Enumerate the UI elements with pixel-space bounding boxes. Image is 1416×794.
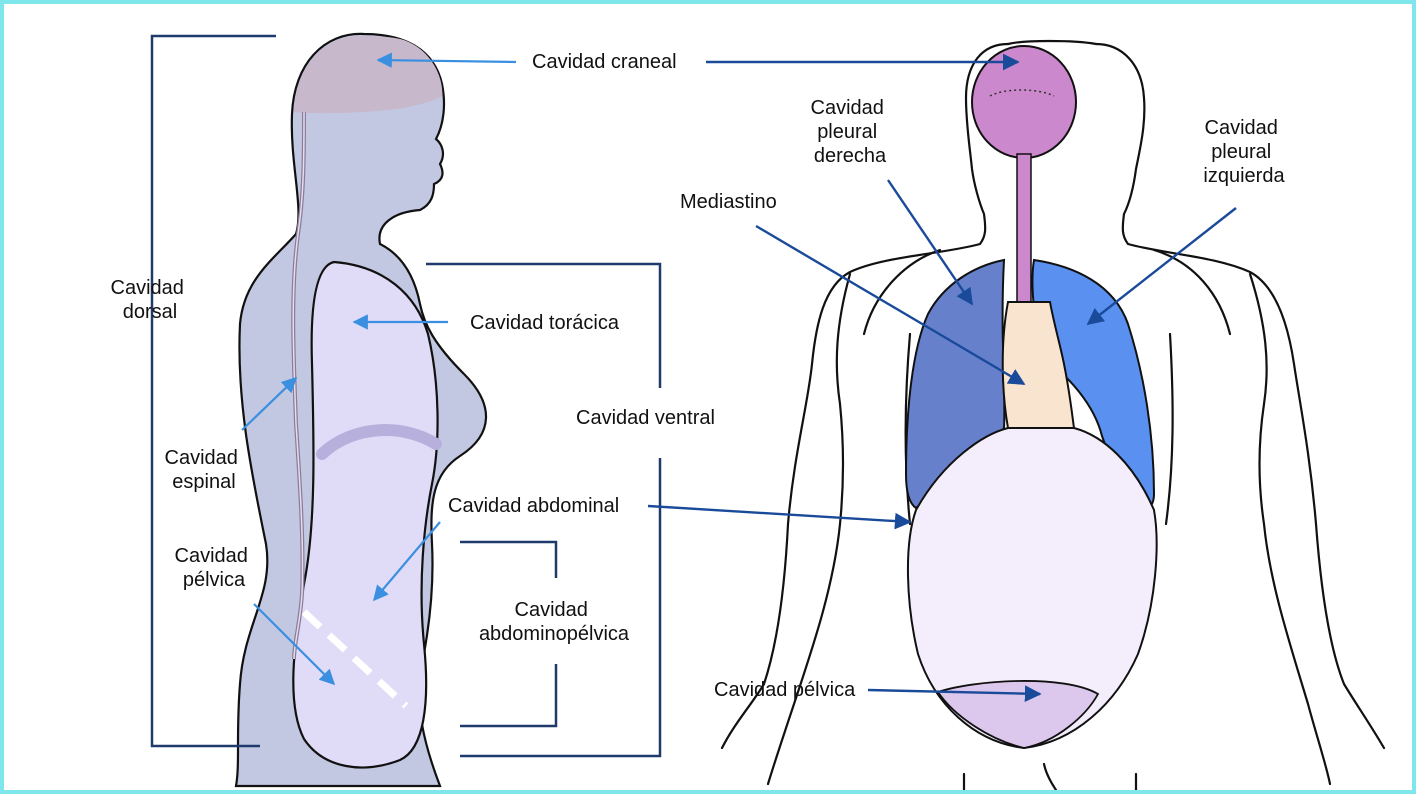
label-cavidad-pleural-derecha: Cavidad pleural derecha bbox=[811, 97, 890, 167]
abdominopelvic-bracket-bottom bbox=[460, 664, 556, 726]
arrow-abdominal-right bbox=[648, 506, 910, 522]
label-mediastino: Mediastino bbox=[680, 191, 777, 213]
label-cavidad-ventral: Cavidad ventral bbox=[576, 407, 715, 429]
front-spinal-cord bbox=[1017, 154, 1031, 302]
label-cavidad-pelvica-left: Cavidad pélvica bbox=[175, 545, 254, 591]
label-cavidad-toracica: Cavidad torácica bbox=[470, 312, 620, 334]
front-inner-arm-left bbox=[768, 274, 850, 784]
label-cavidad-abdominal: Cavidad abdominal bbox=[448, 495, 619, 517]
front-inner-arm-right bbox=[1250, 274, 1330, 784]
front-head-outline bbox=[1008, 41, 1096, 44]
abdominopelvic-bracket-top bbox=[460, 542, 556, 578]
label-cavidad-espinal: Cavidad espinal bbox=[165, 447, 244, 493]
arrow-pleural-izquierda bbox=[1088, 208, 1236, 324]
label-cavidad-pelvica-right: Cavidad pélvica bbox=[714, 679, 856, 701]
label-cavidad-craneal: Cavidad craneal bbox=[532, 51, 677, 73]
label-cavidad-dorsal: Cavidad dorsal bbox=[111, 277, 190, 323]
side-view-figure bbox=[236, 34, 486, 786]
label-cavidad-pleural-izquierda: Cavidad pleural izquierda bbox=[1203, 117, 1285, 187]
label-cavidad-abdominopelvica: Cavidad abdominopélvica bbox=[479, 599, 630, 645]
side-ventral-cavity bbox=[293, 262, 437, 767]
front-legs bbox=[964, 764, 1136, 790]
side-cranial-region bbox=[294, 36, 442, 113]
body-cavities-diagram: Cavidad craneal Cavidad dorsal Cavidad t… bbox=[4, 4, 1412, 790]
arrow-pleural-derecha bbox=[888, 180, 972, 304]
